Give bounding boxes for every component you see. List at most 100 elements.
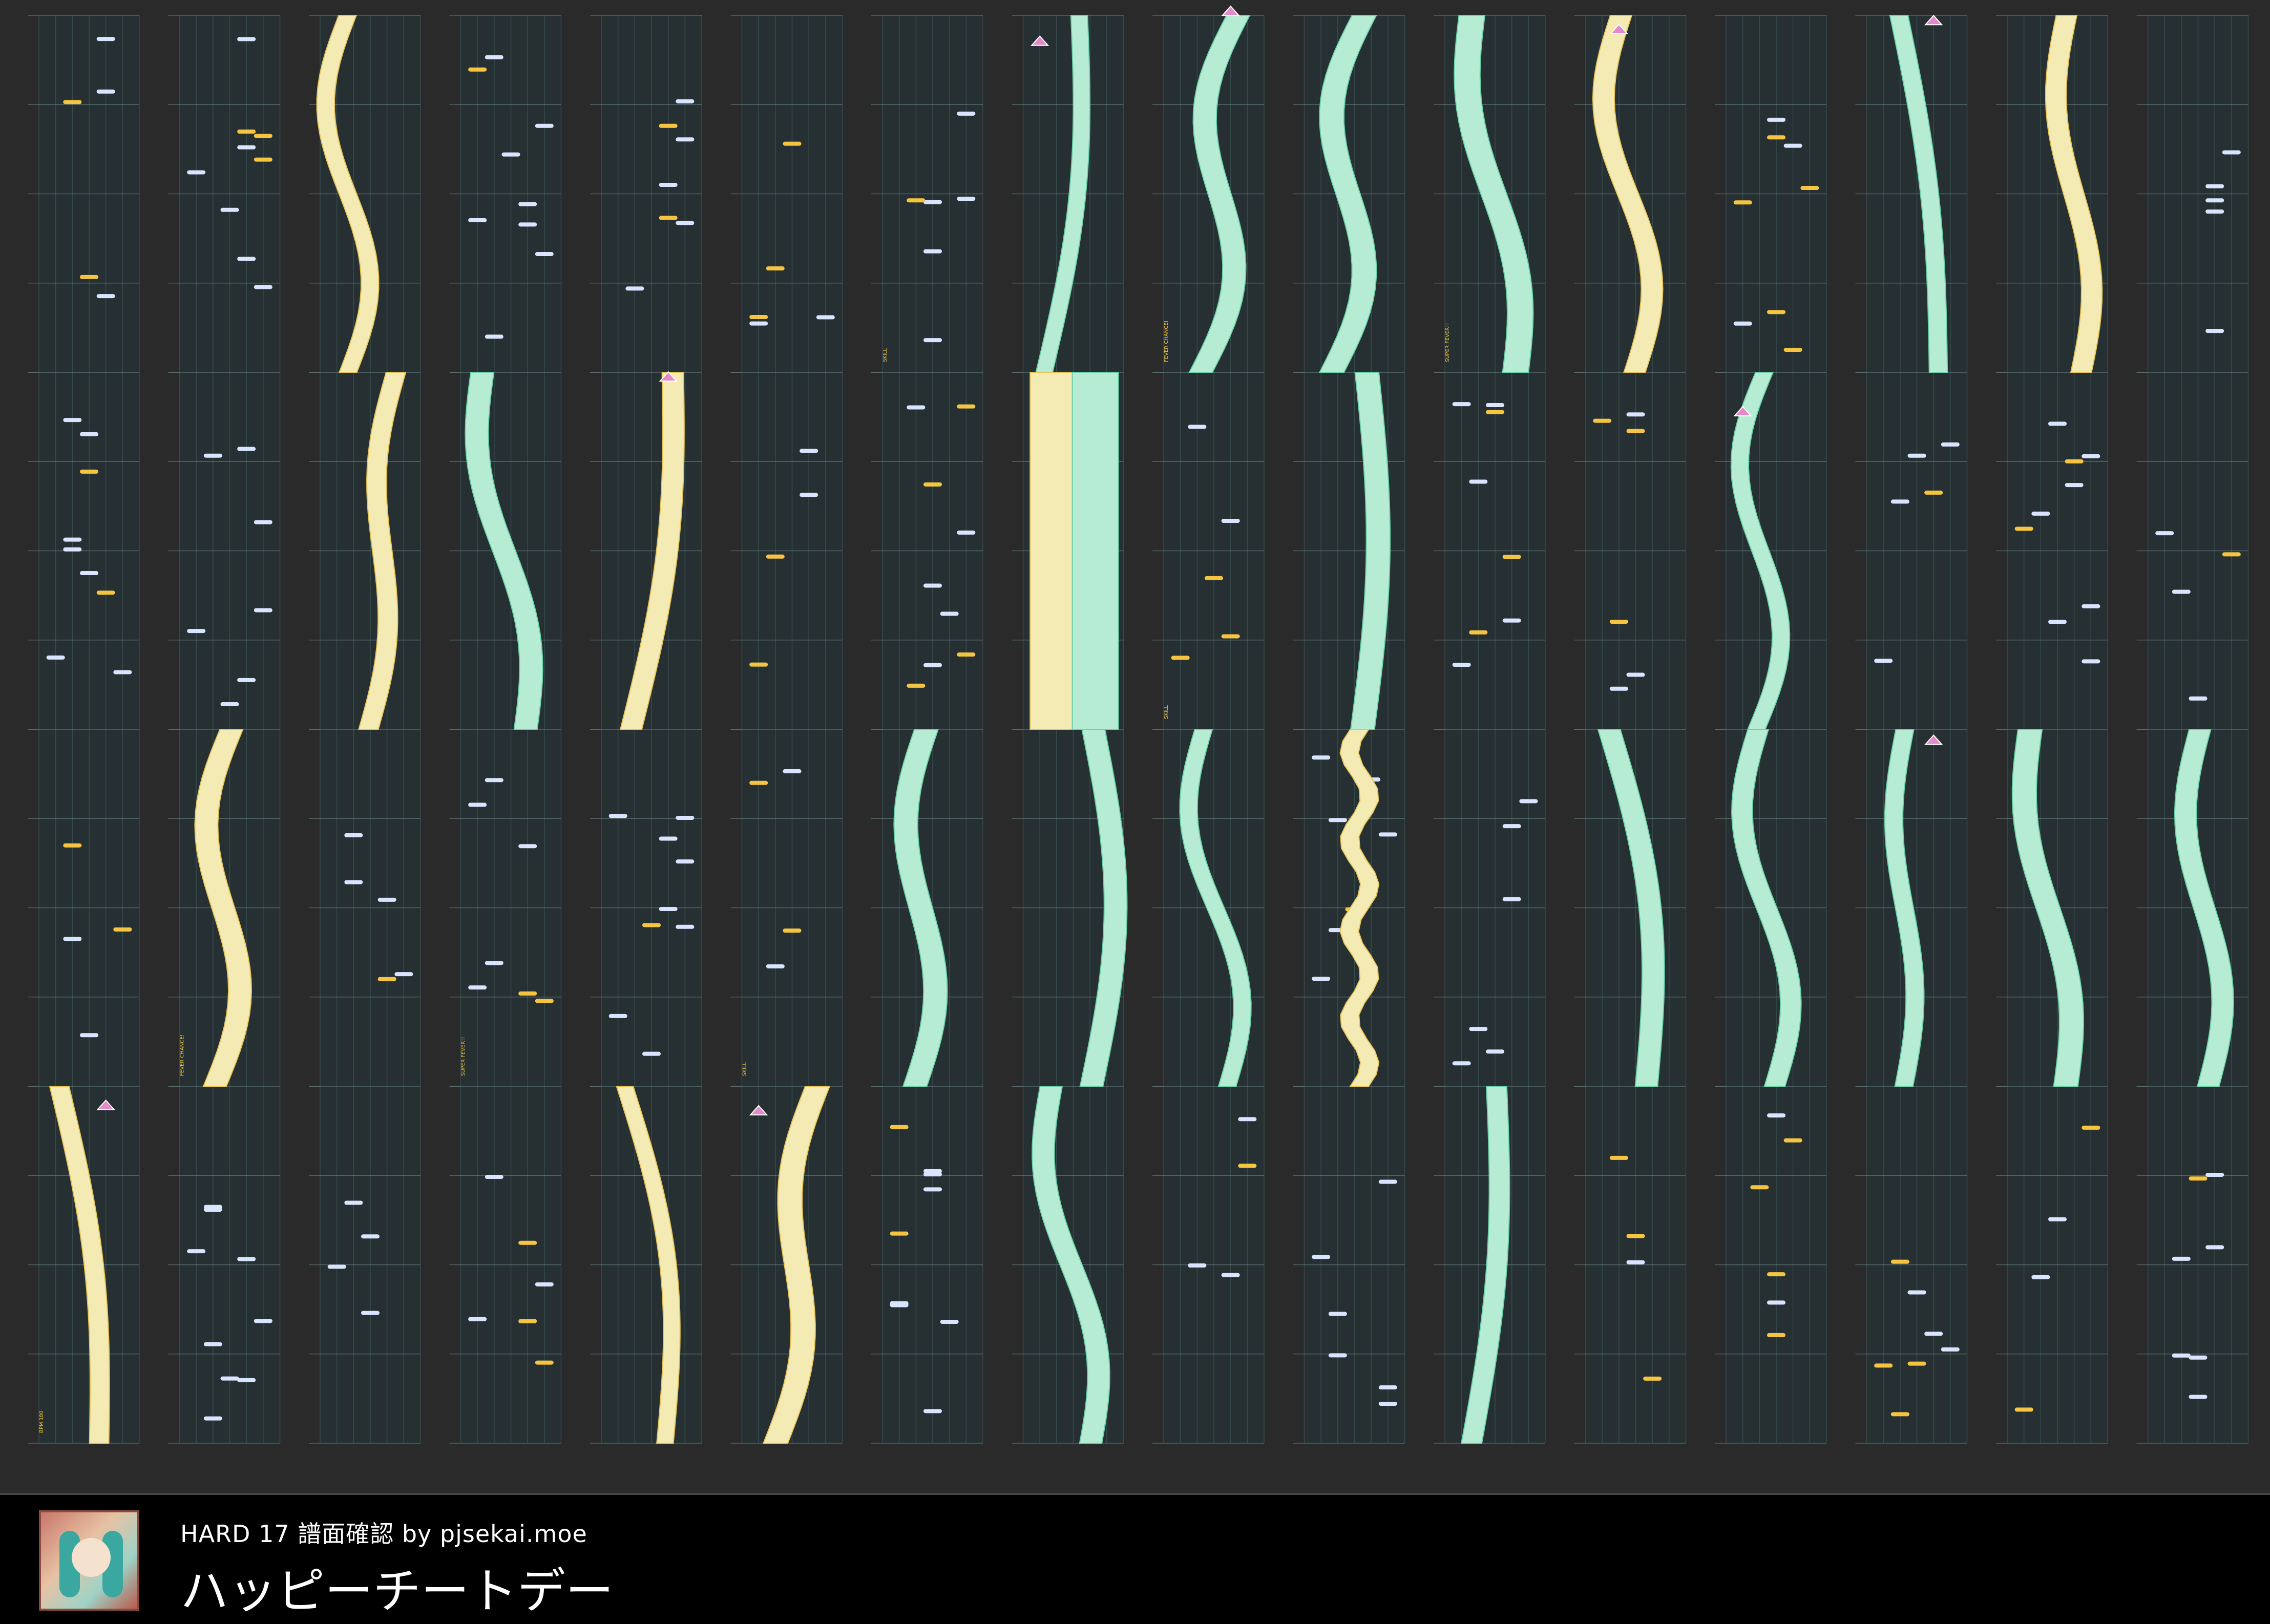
critical-tap-note [766, 266, 785, 271]
tap-note [96, 89, 115, 94]
slide-note [1032, 1086, 1110, 1444]
tap-note [187, 629, 206, 634]
critical-tap-note [749, 781, 768, 785]
tap-note [344, 1200, 363, 1205]
flick-arrow-icon [1221, 5, 1240, 16]
tap-note [535, 1282, 554, 1286]
critical-tap-note [957, 652, 976, 657]
tap-note [1452, 663, 1471, 667]
tap-note [940, 611, 959, 616]
slide-note [2174, 729, 2234, 1087]
critical-tap-note [2014, 526, 2033, 531]
critical-tap-note [63, 843, 82, 848]
tap-note [1378, 1385, 1397, 1390]
tap-note [1486, 403, 1504, 407]
tap-note [1783, 143, 1802, 148]
critical-tap-note [1767, 1333, 1785, 1337]
flick-arrow-icon [749, 1105, 768, 1115]
tap-note [1519, 799, 1538, 804]
critical-tap-note [80, 275, 98, 279]
tap-note [237, 37, 256, 41]
slide-note [1597, 729, 1665, 1087]
tap-note [80, 1033, 98, 1038]
tap-note [63, 937, 82, 941]
critical-tap-note [1890, 1259, 1909, 1264]
tap-note [800, 493, 818, 497]
tap-note [237, 678, 256, 682]
slide-note [465, 372, 543, 730]
tap-note [2189, 1355, 2208, 1360]
flick-arrow-icon [659, 371, 678, 382]
album-jacket-icon [39, 1510, 139, 1611]
tap-note [80, 432, 98, 436]
tap-note [237, 257, 256, 261]
tap-note [394, 972, 413, 977]
tap-note [220, 702, 239, 706]
section-marker: SUPER FEVER!! [1445, 323, 1451, 362]
tap-note [2205, 184, 2224, 188]
critical-tap-note [377, 977, 396, 981]
critical-tap-note [1609, 619, 1628, 624]
critical-slide [762, 1086, 831, 1444]
flick-arrow-icon [96, 1099, 115, 1110]
tap-note [518, 222, 537, 227]
flick-arrow-icon [1609, 24, 1629, 34]
critical-tap-note [2222, 552, 2241, 557]
section-marker: SKILL [882, 348, 888, 362]
tap-note [1378, 1179, 1397, 1184]
tap-note [535, 252, 554, 257]
tap-note [1452, 1061, 1471, 1066]
tap-note [923, 200, 942, 204]
tap-note [957, 530, 976, 535]
critical-tap-note [1502, 555, 1521, 559]
tap-note [485, 1175, 503, 1179]
section-marker: SUPER FEVER!! [461, 1037, 467, 1076]
critical-tap-note [957, 404, 976, 409]
tap-note [187, 170, 206, 175]
tap-note [676, 924, 695, 929]
tap-note [2082, 604, 2100, 608]
critical-tap-note [1767, 310, 1785, 314]
tap-note [237, 145, 256, 150]
slide-note [1188, 15, 1251, 373]
section-marker: SKILL [742, 1062, 748, 1076]
slide-note [1035, 15, 1090, 373]
critical-slide [49, 1086, 110, 1444]
critical-tap-note [80, 469, 98, 474]
tap-note [923, 1169, 942, 1173]
tap-note [2082, 659, 2100, 664]
section-marker: FEVER CHANCE! [180, 1035, 185, 1077]
tap-note [113, 670, 132, 674]
tap-note [1312, 755, 1331, 760]
tap-note [1626, 412, 1645, 417]
tap-note [2205, 329, 2224, 333]
tap-note [1502, 824, 1521, 829]
critical-tap-note [1221, 634, 1240, 639]
tap-note [1328, 1312, 1347, 1316]
slide-note [1889, 15, 1948, 373]
tap-note [816, 315, 835, 320]
tap-note [485, 778, 503, 783]
tap-note [2205, 198, 2224, 203]
critical-tap-note [1783, 348, 1802, 352]
tap-note [1767, 117, 1785, 122]
critical-slide [316, 15, 380, 373]
slide-note [1454, 15, 1534, 373]
critical-tap-note [923, 482, 942, 487]
critical-tap-note [1800, 186, 1819, 191]
tap-note [485, 55, 503, 59]
flick-arrow-icon [1924, 734, 1943, 745]
critical-tap-note [237, 129, 256, 134]
critical-slide [1029, 372, 1077, 730]
tap-note [676, 859, 695, 864]
critical-slide [194, 729, 253, 1087]
tap-note [344, 833, 363, 837]
chart-subtitle: HARD 17 譜面確認 by pjsekai.moe [180, 1520, 587, 1548]
tap-note [659, 182, 678, 187]
tap-note [96, 37, 115, 41]
critical-slide [358, 372, 407, 730]
tap-note [608, 1014, 627, 1018]
slide-note [1730, 372, 1791, 730]
